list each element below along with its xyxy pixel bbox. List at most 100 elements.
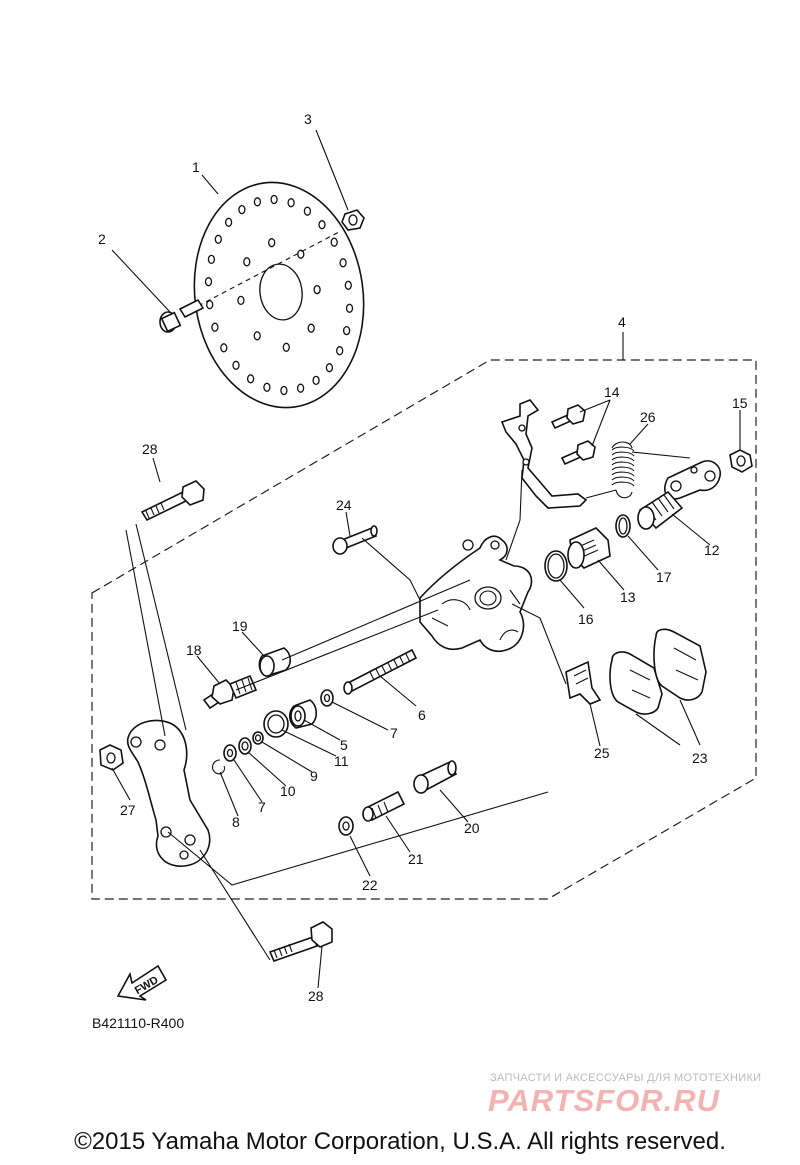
callout-16: 16 bbox=[578, 611, 594, 627]
callout-3: 3 bbox=[304, 111, 312, 127]
disc-vent-hole bbox=[318, 220, 326, 230]
disc-nut-part bbox=[341, 209, 365, 231]
bracket-bolt-upper-part bbox=[140, 480, 205, 522]
return-spring-part bbox=[611, 441, 635, 499]
callout-18: 18 bbox=[186, 642, 202, 658]
lever-plate-part bbox=[664, 460, 722, 500]
fwd-label: FWD bbox=[133, 974, 161, 997]
copyright-notice: ©2015 Yamaha Motor Corporation, U.S.A. A… bbox=[74, 1128, 726, 1155]
adjuster-screw-part bbox=[202, 674, 258, 710]
watermark-tagline: ЗАПЧАСТИ И АКСЕССУАРЫ ДЛЯ МОТОТЕХНИКИ bbox=[490, 1072, 762, 1084]
caliper-body-part bbox=[419, 535, 533, 653]
callout-8: 8 bbox=[232, 814, 240, 830]
callout-23: 23 bbox=[692, 750, 708, 766]
pad-spring-bolts-part bbox=[550, 404, 596, 466]
o-ring-16-part bbox=[544, 550, 568, 582]
disc-vent-hole bbox=[224, 217, 233, 227]
disc-vent-hole bbox=[280, 385, 288, 396]
bracket-nut-part bbox=[99, 744, 124, 771]
callout-13: 13 bbox=[620, 589, 636, 605]
callout-19: 19 bbox=[232, 618, 248, 634]
callout-7-lower: 7 bbox=[258, 799, 266, 815]
callout-26: 26 bbox=[640, 409, 656, 425]
disc-vent-hole bbox=[263, 382, 271, 392]
disc-vent-hole bbox=[220, 343, 228, 353]
retaining-pin-part bbox=[413, 760, 458, 794]
brake-pads-part bbox=[609, 628, 707, 715]
callout-1: 1 bbox=[192, 159, 200, 175]
callout-22: 22 bbox=[362, 877, 378, 893]
callout-17: 17 bbox=[656, 569, 672, 585]
disc-vent-hole bbox=[207, 254, 216, 265]
callout-5: 5 bbox=[340, 737, 348, 753]
washer-10-part bbox=[238, 737, 252, 755]
disc-vent-hole bbox=[345, 303, 354, 313]
disc-vent-hole bbox=[232, 360, 240, 370]
callout-21: 21 bbox=[408, 851, 424, 867]
disc-vent-hole bbox=[243, 257, 251, 267]
disc-vent-hole bbox=[307, 323, 315, 333]
disc-vent-hole bbox=[312, 375, 320, 386]
callout-2: 2 bbox=[98, 231, 106, 247]
callout-9: 9 bbox=[310, 768, 318, 784]
disc-vent-hole bbox=[303, 206, 312, 216]
callout-28-upper: 28 bbox=[142, 441, 158, 457]
disc-vent-hole bbox=[253, 331, 261, 341]
disc-bolt-part bbox=[159, 231, 340, 333]
callout-27: 27 bbox=[120, 802, 136, 818]
bleeder-part bbox=[362, 790, 406, 822]
circlip-part bbox=[211, 759, 226, 775]
brake-disc-part bbox=[193, 181, 365, 409]
callout-15: 15 bbox=[732, 395, 748, 411]
guide-pin-part bbox=[332, 525, 378, 555]
washer-lower-part bbox=[223, 744, 237, 762]
washer-upper-part bbox=[320, 689, 334, 707]
watermark-logo: PARTSFOR.RU bbox=[488, 1083, 721, 1118]
callout-labels: 1 2 3 4 14 15 26 28 24 12 17 16 13 19 18… bbox=[98, 111, 748, 1004]
callout-10: 10 bbox=[280, 783, 296, 799]
disc-vent-hole bbox=[238, 204, 246, 215]
washer-22-part bbox=[338, 816, 354, 836]
disc-vent-hole bbox=[282, 342, 290, 352]
callout-4: 4 bbox=[618, 314, 626, 330]
pad-clip-part bbox=[565, 660, 602, 705]
caliper-bracket-part bbox=[126, 719, 211, 867]
callout-25: 25 bbox=[594, 745, 610, 761]
disc-vent-hole bbox=[287, 198, 295, 208]
leader-lines bbox=[111, 129, 741, 989]
threaded-shaft-part bbox=[343, 648, 418, 695]
disc-vent-hole bbox=[214, 234, 222, 244]
callout-28-lower: 28 bbox=[308, 988, 324, 1004]
callout-20: 20 bbox=[464, 820, 480, 836]
o-ring-17-part bbox=[615, 514, 631, 538]
disc-vent-hole bbox=[339, 258, 347, 268]
disc-vent-hole bbox=[206, 300, 214, 310]
diagram-code: B421110-R400 bbox=[92, 1015, 185, 1031]
collar-part bbox=[288, 699, 318, 729]
lever-nut-part bbox=[729, 449, 753, 473]
boot-part bbox=[258, 647, 292, 677]
o-ring-small-part bbox=[252, 731, 264, 745]
adjust-nut-part bbox=[567, 527, 611, 569]
adjuster-part bbox=[637, 490, 684, 530]
disc-vent-hole bbox=[270, 194, 278, 205]
callout-12: 12 bbox=[704, 542, 720, 558]
disc-vent-hole bbox=[336, 346, 344, 356]
forward-arrow-icon: FWD bbox=[116, 964, 168, 1001]
disc-vent-hole bbox=[204, 277, 213, 287]
callout-7-upper: 7 bbox=[390, 725, 398, 741]
disc-vent-hole bbox=[325, 363, 334, 373]
disc-vent-hole bbox=[237, 295, 245, 306]
disc-vent-hole bbox=[246, 374, 255, 384]
disc-vent-hole bbox=[296, 383, 305, 393]
disc-vent-hole bbox=[330, 237, 338, 247]
disc-vent-hole bbox=[344, 280, 352, 290]
seal-part bbox=[263, 710, 289, 738]
callout-6: 6 bbox=[418, 707, 426, 723]
callout-24: 24 bbox=[336, 497, 352, 513]
disc-vent-hole bbox=[211, 322, 219, 332]
disc-vent-hole bbox=[268, 238, 276, 248]
disc-vent-hole bbox=[313, 284, 321, 295]
disc-vent-hole bbox=[342, 325, 351, 336]
